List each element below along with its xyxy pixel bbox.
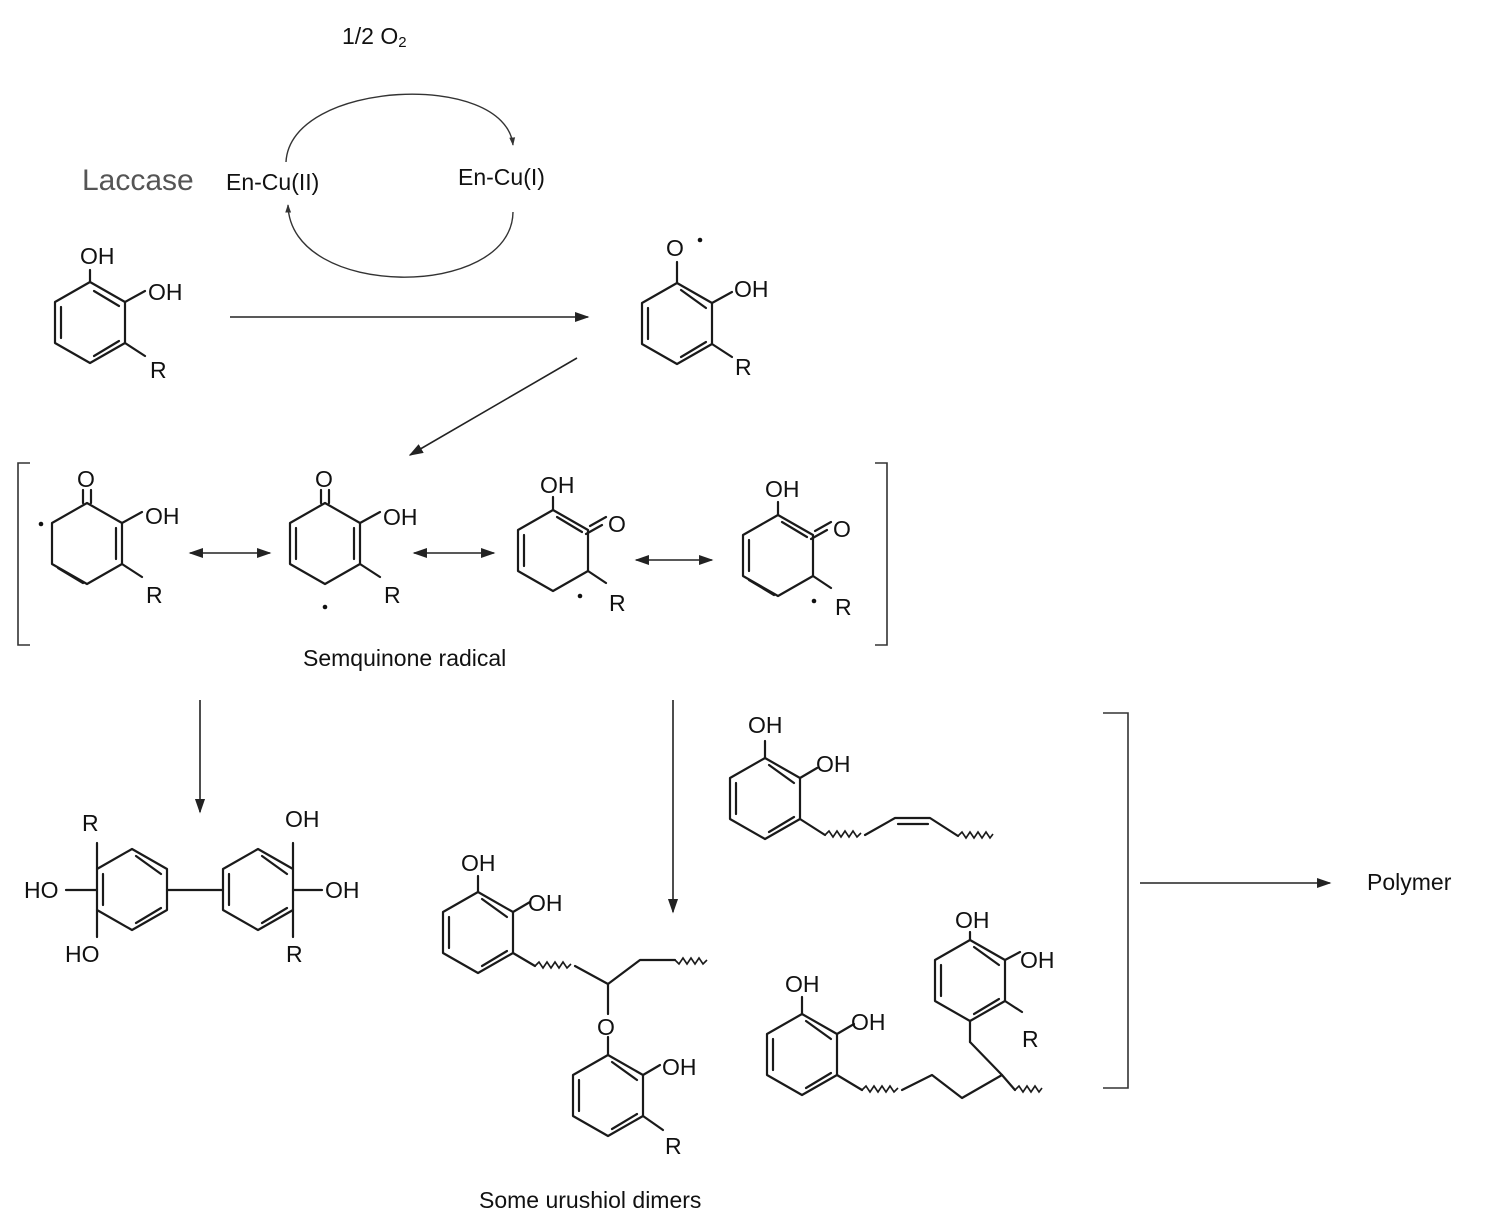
en-cu2-label: En-Cu(II): [226, 169, 319, 195]
oxygen-label: 1/2 O2: [342, 23, 407, 51]
atom-oh: OH: [528, 890, 563, 916]
atom-r: R: [286, 941, 303, 967]
atom-oh: OH: [748, 712, 783, 738]
atom-o: O: [77, 466, 95, 492]
atom-oh: OH: [325, 877, 360, 903]
radical-dot: [577, 593, 583, 599]
radical-dot: [322, 604, 328, 610]
atom-oh: OH: [765, 476, 800, 502]
atom-oh: OH: [148, 279, 183, 305]
atom-r: R: [735, 354, 752, 380]
atom-oh: OH: [734, 276, 769, 302]
atom-r: R: [609, 590, 626, 616]
radical-dot: [811, 598, 817, 604]
atom-oh: OH: [955, 907, 990, 933]
atom-ho: HO: [24, 877, 59, 903]
urushiol-ether-dimer: OH OH O OH R: [441, 850, 708, 1159]
atom-o: O: [597, 1014, 615, 1040]
resonance-arrow: [408, 357, 578, 456]
atom-r: R: [1022, 1026, 1039, 1052]
dimer-bracket: [1103, 712, 1129, 1089]
laccase-label: Laccase: [82, 164, 194, 197]
en-cu1-label: En-Cu(I): [458, 164, 545, 190]
urushiol-cc-dimer: OH OH OH OH R: [765, 907, 1055, 1100]
atom-r: R: [835, 594, 852, 620]
semiquinone-resonance-3: OH O R: [516, 472, 626, 616]
atom-oh: OH: [461, 850, 496, 876]
radical-dot: [38, 521, 44, 527]
atom-oh: OH: [383, 504, 418, 530]
atom-o: O: [666, 235, 684, 261]
phenoxy-radical: O OH R: [640, 235, 769, 380]
atom-oh: OH: [785, 971, 820, 997]
semiquinone-resonance-4: OH O R: [741, 476, 852, 620]
atom-oh: OH: [851, 1009, 886, 1035]
atom-o: O: [608, 511, 626, 537]
atom-r: R: [146, 582, 163, 608]
atom-oh: OH: [1020, 947, 1055, 973]
catalytic-cycle: 1/2 O2 Laccase En-Cu(II) En-Cu(I): [82, 23, 545, 278]
atom-o: O: [315, 466, 333, 492]
radical-dot: [697, 237, 703, 243]
semiquinone-resonance-2: O OH R: [288, 466, 418, 610]
semiquinone-resonance-1: O OH R: [38, 466, 180, 608]
catechol-monomer: OH OH R: [53, 243, 183, 383]
atom-r: R: [150, 357, 167, 383]
resonance-bracket-right: [875, 462, 888, 646]
resonance-bracket-left: [17, 462, 30, 646]
atom-r: R: [384, 582, 401, 608]
cycle-arc-bottom: [285, 204, 514, 278]
dimers-caption: Some urushiol dimers: [479, 1187, 701, 1213]
cycle-arc-top: [285, 93, 516, 163]
atom-oh: OH: [145, 503, 180, 529]
alkenyl-urushiol: OH OH: [728, 712, 994, 841]
atom-ho: HO: [65, 941, 100, 967]
atom-oh: OH: [540, 472, 575, 498]
semiquinone-caption: Semquinone radical: [303, 645, 506, 671]
biphenyl-dimer: R HO HO OH OH R: [24, 806, 360, 967]
atom-r: R: [665, 1133, 682, 1159]
atom-r: R: [82, 810, 99, 836]
atom-oh: OH: [816, 751, 851, 777]
atom-oh: OH: [285, 806, 320, 832]
atom-oh: OH: [662, 1054, 697, 1080]
polymer-label: Polymer: [1367, 869, 1452, 895]
atom-o: O: [833, 516, 851, 542]
atom-oh: OH: [80, 243, 115, 269]
